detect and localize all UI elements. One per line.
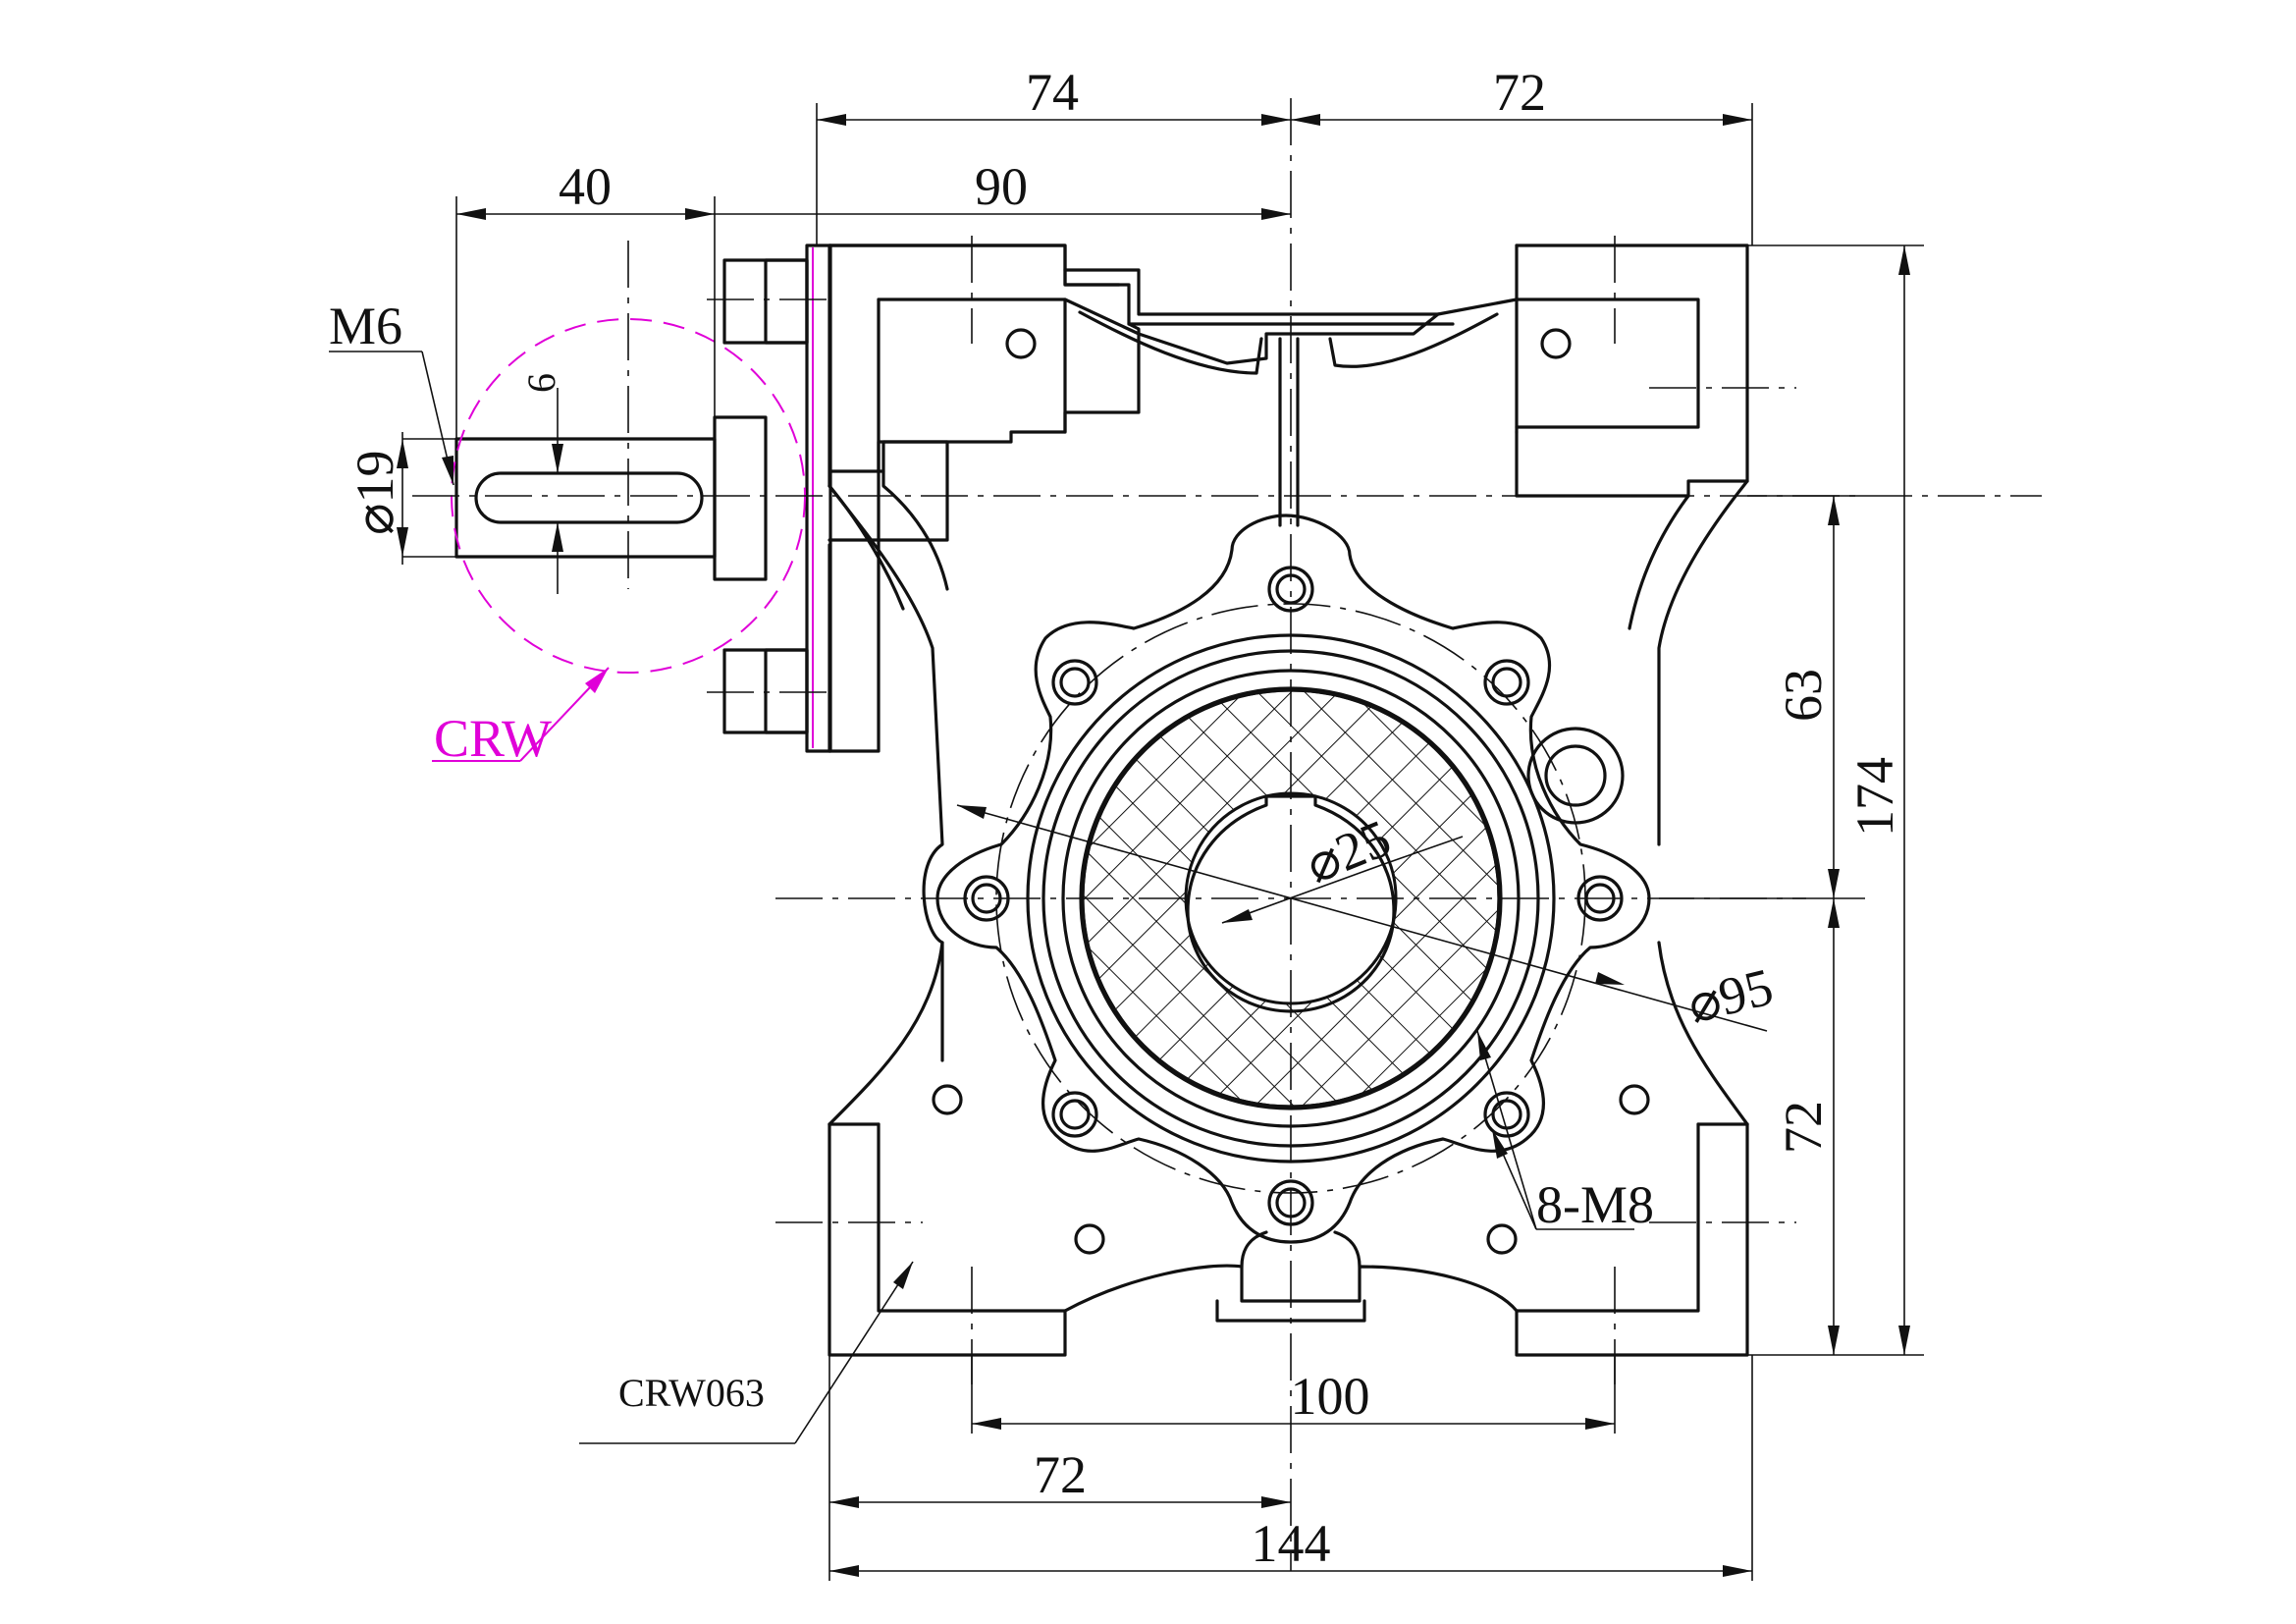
- dim-key-width: 6: [519, 373, 563, 393]
- dim-overall-width: 144: [1252, 1514, 1331, 1573]
- dim-shaft-offset: 90: [975, 157, 1028, 216]
- dim-lower-height: 72: [1774, 1101, 1833, 1154]
- dim-tapped-holes: 8-M8: [1536, 1175, 1654, 1234]
- dim-shaft-length: 40: [559, 157, 612, 216]
- label-model: CRW063: [618, 1371, 765, 1415]
- dim-total-height: 174: [1845, 757, 1904, 837]
- dim-upper-height: 63: [1774, 669, 1833, 722]
- crw-option-outline: [432, 318, 806, 762]
- center-lines: [412, 98, 2042, 1571]
- dim-top-left-width: 74: [1026, 63, 1079, 122]
- dim-foot-hole-spacing: 100: [1291, 1367, 1370, 1426]
- dim-shaft-diameter: ⌀19: [346, 450, 404, 535]
- dimension-lines: [329, 103, 1924, 1581]
- label-crw-option: CRW: [434, 709, 552, 768]
- dim-thread: M6: [329, 297, 402, 355]
- dim-bottom-half-width: 72: [1034, 1445, 1087, 1504]
- housing-body: [828, 244, 1749, 1357]
- dim-flange-pcd: ⌀95: [1682, 956, 1778, 1034]
- input-shaft-assembly: [454, 244, 949, 753]
- dim-top-right-width: 72: [1493, 63, 1546, 122]
